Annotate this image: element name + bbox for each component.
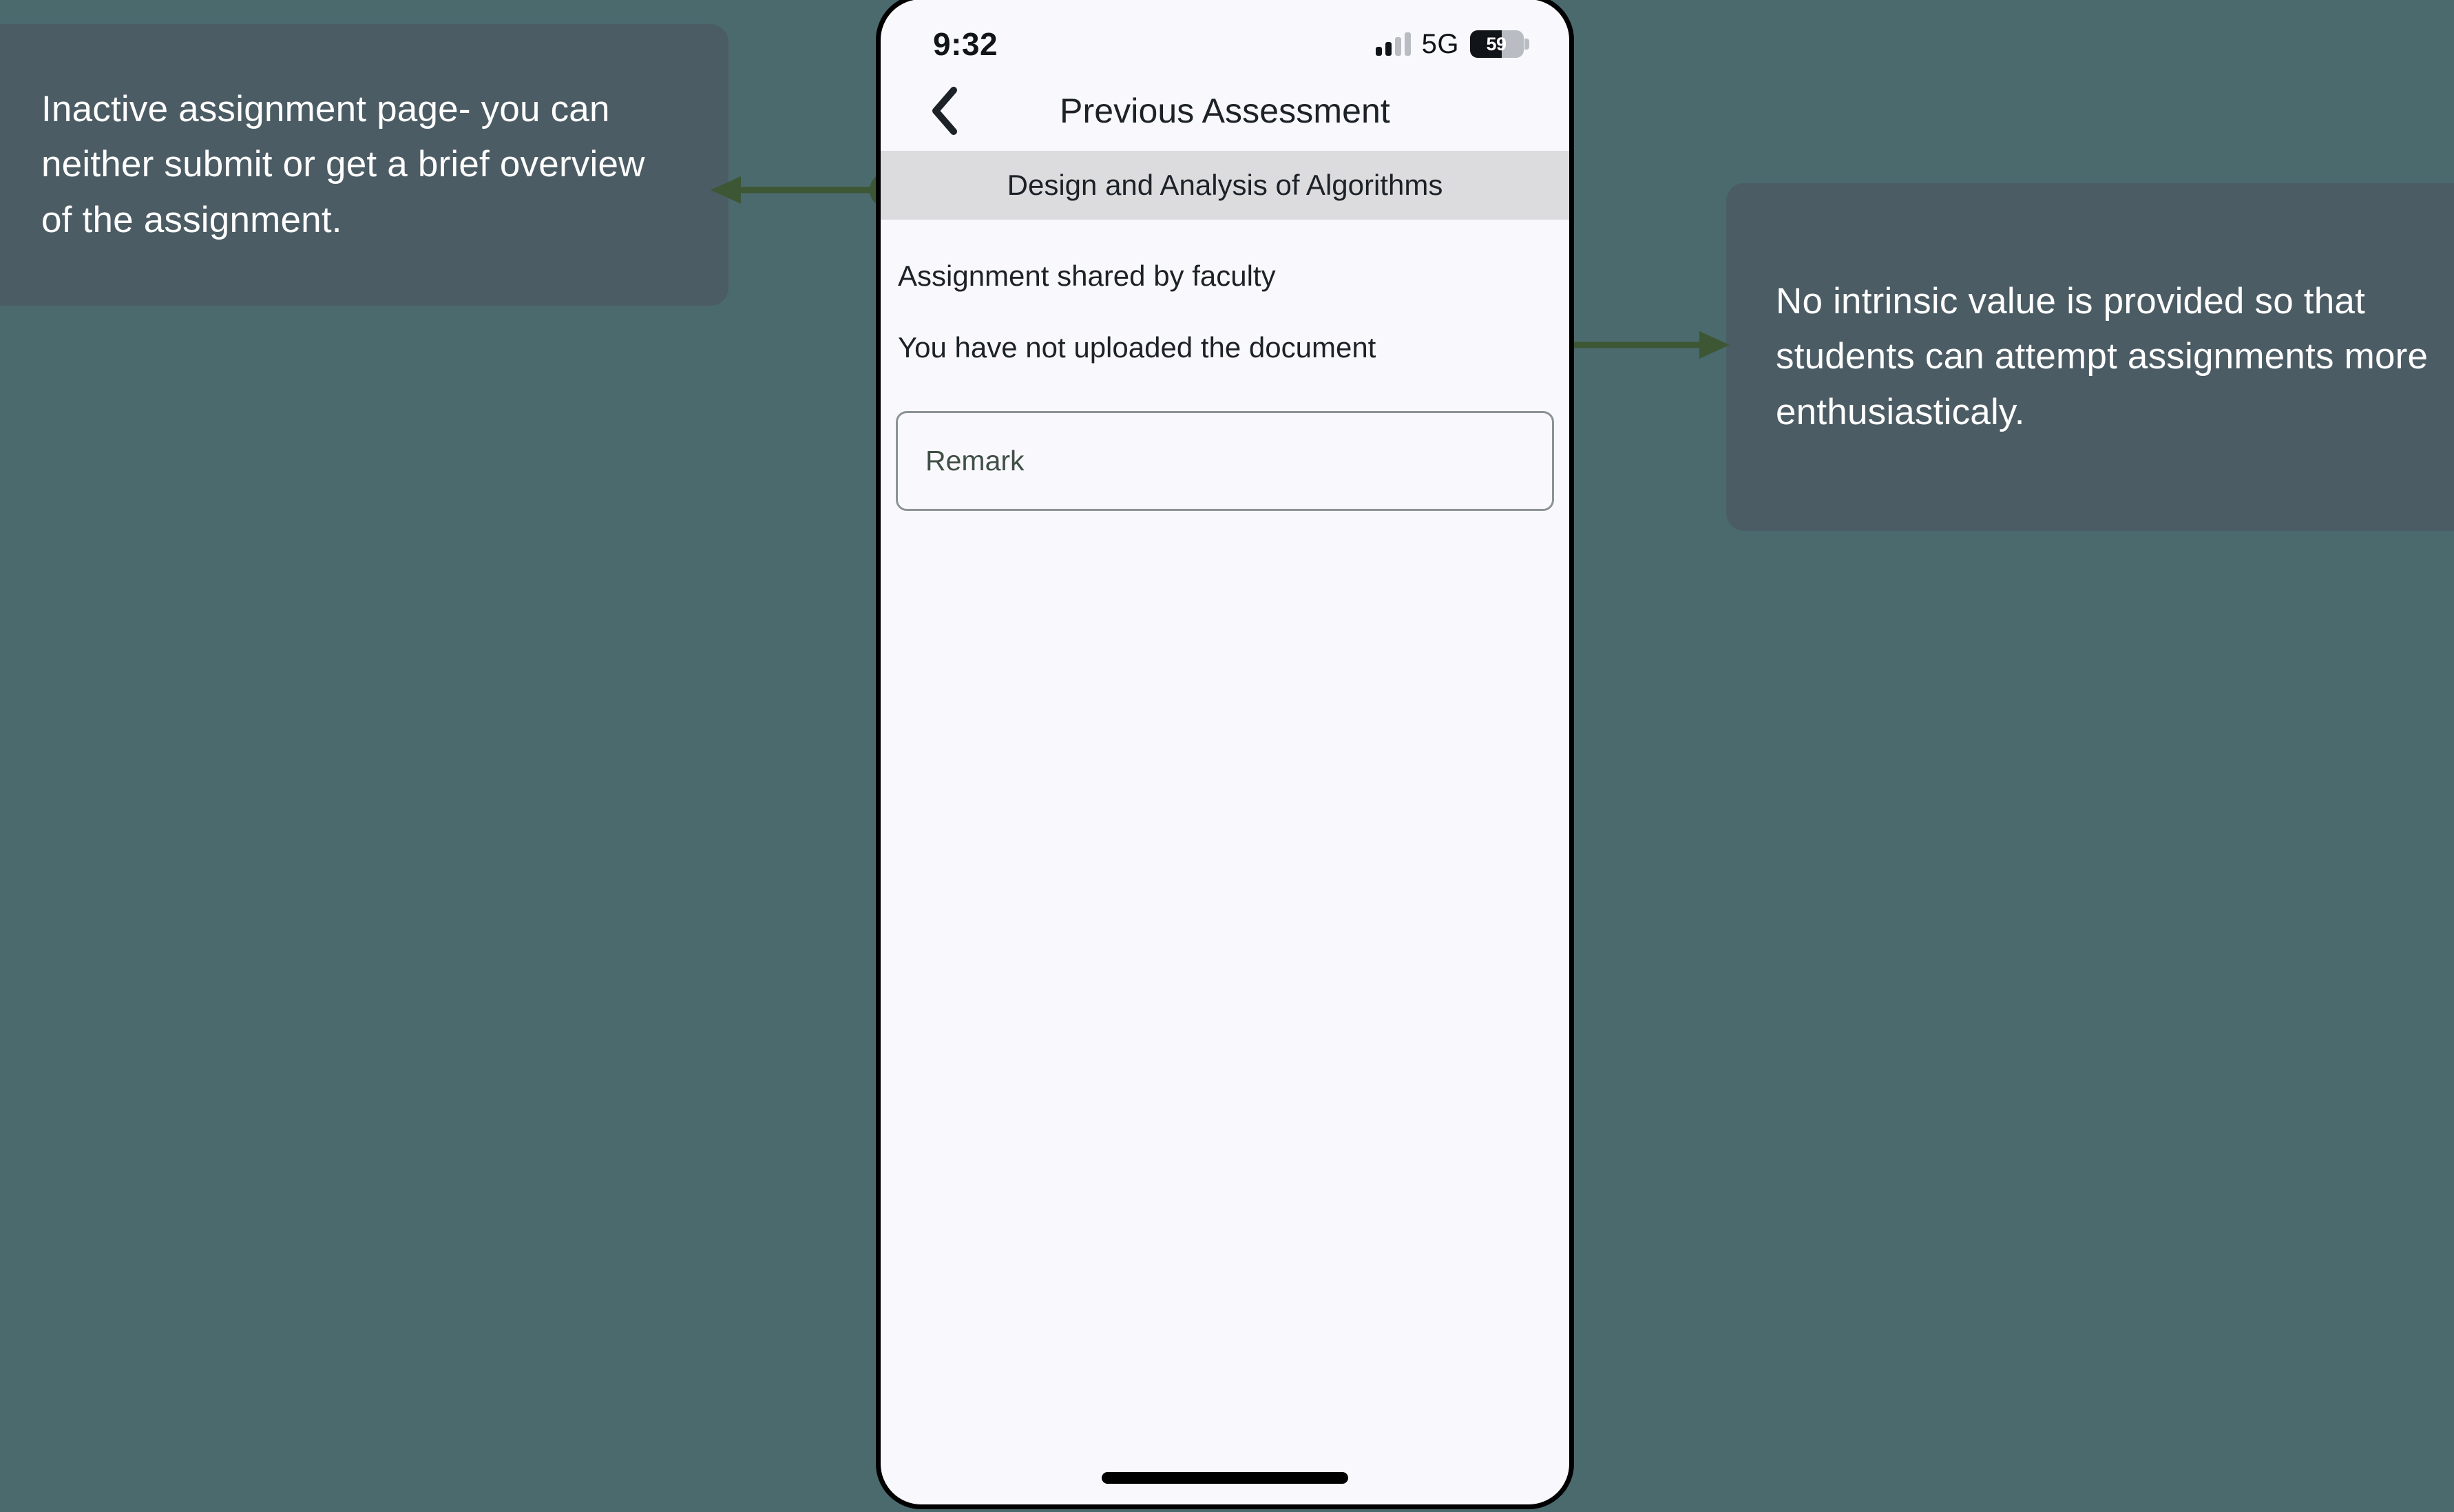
annotation-callout-right: No intrinsic value is provided so that s… — [1726, 183, 2454, 531]
arrowhead-right-icon — [1699, 331, 1730, 359]
status-bar-time: 9:32 — [933, 26, 998, 62]
assignment-shared-note: Assignment shared by faculty — [898, 260, 1276, 292]
battery-cap — [1524, 39, 1529, 50]
back-button[interactable] — [915, 81, 974, 140]
battery-icon: 59 — [1470, 30, 1529, 58]
remark-input[interactable]: Remark — [896, 411, 1554, 511]
phone-mockup-frame: 9:32 5G 59 Previous Assessment Design an… — [876, 0, 1574, 1509]
nav-bar: Previous Assessment — [881, 71, 1569, 151]
annotation-connector-left — [711, 172, 902, 208]
status-bar-indicators: 5G 59 — [1375, 28, 1529, 60]
annotation-callout-left: Inactive assignment page- you can neithe… — [0, 24, 728, 306]
status-bar: 9:32 5G 59 — [881, 0, 1569, 71]
home-indicator — [1102, 1472, 1348, 1484]
annotation-text-right: No intrinsic value is provided so that s… — [1776, 280, 2429, 432]
page-title: Previous Assessment — [1060, 92, 1390, 130]
remark-placeholder: Remark — [925, 445, 1025, 476]
battery-fill — [1470, 30, 1502, 58]
battery-level-label: 59 — [1486, 33, 1507, 54]
network-type-label: 5G — [1421, 28, 1459, 59]
course-banner: Design and Analysis of Algorithms — [881, 151, 1569, 220]
assignment-content: Assignment shared by faculty You have no… — [881, 260, 1569, 511]
arrowhead-left-icon — [711, 176, 741, 204]
signal-bars-icon — [1375, 32, 1411, 56]
chevron-left-icon — [932, 87, 957, 135]
upload-status-text: You have not uploaded the document — [898, 331, 1376, 364]
annotation-text-left: Inactive assignment page- you can neithe… — [41, 88, 645, 240]
